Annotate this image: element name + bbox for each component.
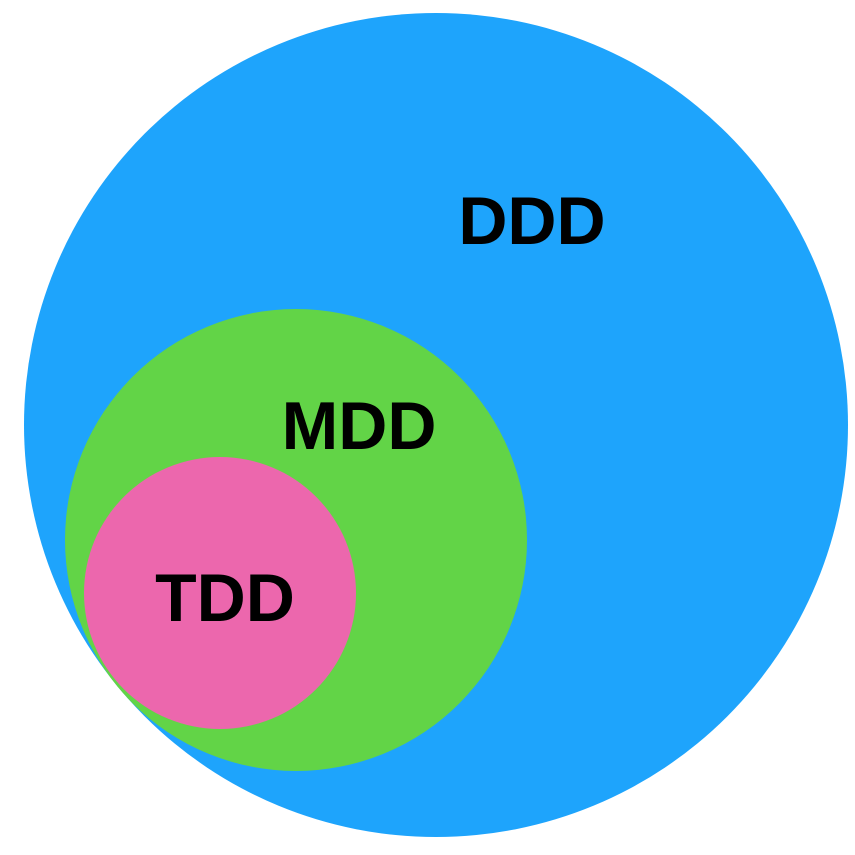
ddd-label: DDD: [458, 183, 605, 259]
tdd-label: TDD: [155, 560, 295, 636]
tdd-circle: [84, 457, 356, 729]
mdd-label: MDD: [282, 388, 437, 464]
